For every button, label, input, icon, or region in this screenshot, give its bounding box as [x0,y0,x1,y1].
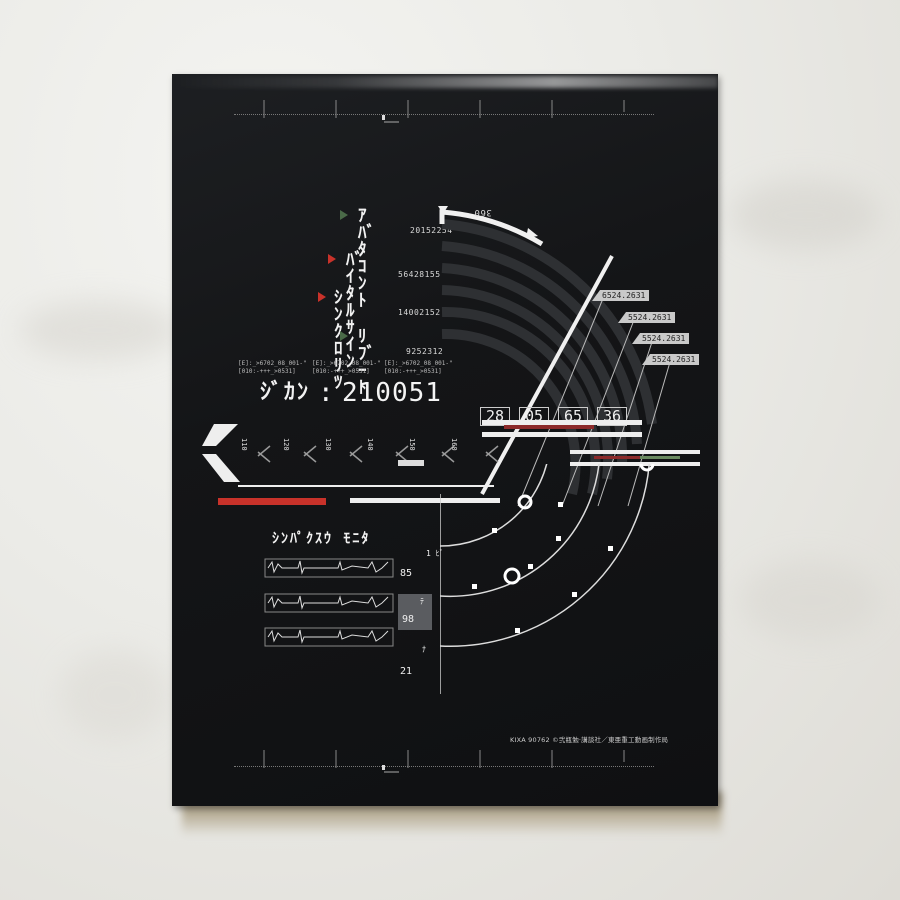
scale-labels: 110 120 130 140 150 160 [240,438,458,451]
code-snippet: [E]:_>6702_08_001-" [010:-+++_>0531] [384,360,453,375]
code-snippet: [E]:_>6702_08_001-" [010:-+++_>0531] [238,360,307,375]
status-code: 20152254 [410,226,453,235]
bottom-ruler [234,754,654,767]
scale-tick: 140 [366,438,374,451]
scale-tick: 120 [282,438,290,451]
ring-icon [639,464,655,472]
status-label: ﾘﾌﾞｰﾄ [358,327,377,398]
scale-tick: 160 [450,438,458,451]
green-arrow-icon [340,210,348,220]
red-arrow-icon [328,254,336,264]
orbit-graphic [440,464,655,694]
scale-tick: 150 [408,438,416,451]
top-ruler-ticks [263,100,625,123]
scale-band [202,420,700,505]
coordinate-tag: 5524.2631 [632,333,690,344]
vital-tag: ﾃ [420,597,424,606]
ecg-traces [264,558,394,647]
red-arrow-icon [318,292,326,302]
coordinate-tag: 6524.2631 [592,290,650,301]
cloth-fold [60,650,170,740]
status-code: 14002152 [398,308,441,317]
vitals-top-label: 1 ﾋﾞ [426,549,444,558]
left-chevron-icon [202,424,238,446]
cloth-fold [20,300,180,360]
coordinate-tag: 5524.2631 [642,354,700,365]
coordinate-tag: 5524.2631 [618,312,676,323]
dial-label: 360 [474,207,492,217]
readout-value: 210051 [342,378,442,408]
vital-tag: ﾅ [422,645,426,654]
ring-icon [517,494,533,510]
scale-tick: 110 [240,438,248,451]
vital-reading: 21 [400,666,413,677]
green-arrow-icon [340,331,348,341]
status-code: 56428155 [398,270,441,279]
status-label: ﾊﾞｲﾀﾙｻｲﾝ [346,250,365,372]
code-snippet: [E]:_>6702_08_001-" [010:-+++_>0531] [312,360,381,375]
bluray-box: ｱﾊﾞﾀ ｺﾝﾄ 20152254 ﾊﾞｲﾀﾙｻｲﾝ 56428155 ｼﾝｸﾛ… [172,74,718,806]
status-label: ｼﾝｸﾛﾘﾂ [334,288,345,393]
radar-graphic [438,206,671,507]
cloth-fold [740,560,880,640]
readout-label: ｼﾞｶﾝ [260,380,311,405]
vitals-title: ｼﾝﾊﾟｸｽｳ ﾓﾆﾀ [272,531,371,547]
ring-icon [503,567,521,585]
copyright-text: KIXA 90762 ©弐瓶勉·講談社／東亜重工動画制作局 [510,736,669,744]
glare [172,76,718,88]
cloth-fold [730,180,880,250]
scale-tick: 130 [324,438,332,451]
status-code: 9252312 [406,347,444,356]
readout-separator: : [318,378,335,408]
top-ruler [234,102,654,115]
vital-reading: 85 [400,568,413,579]
vital-reading: 98 [402,614,415,625]
highlight-box: ﾃ 98 [398,594,432,630]
status-label: ｱﾊﾞﾀ ｺﾝﾄ [358,206,377,311]
bottom-ruler-ticks [263,750,625,773]
